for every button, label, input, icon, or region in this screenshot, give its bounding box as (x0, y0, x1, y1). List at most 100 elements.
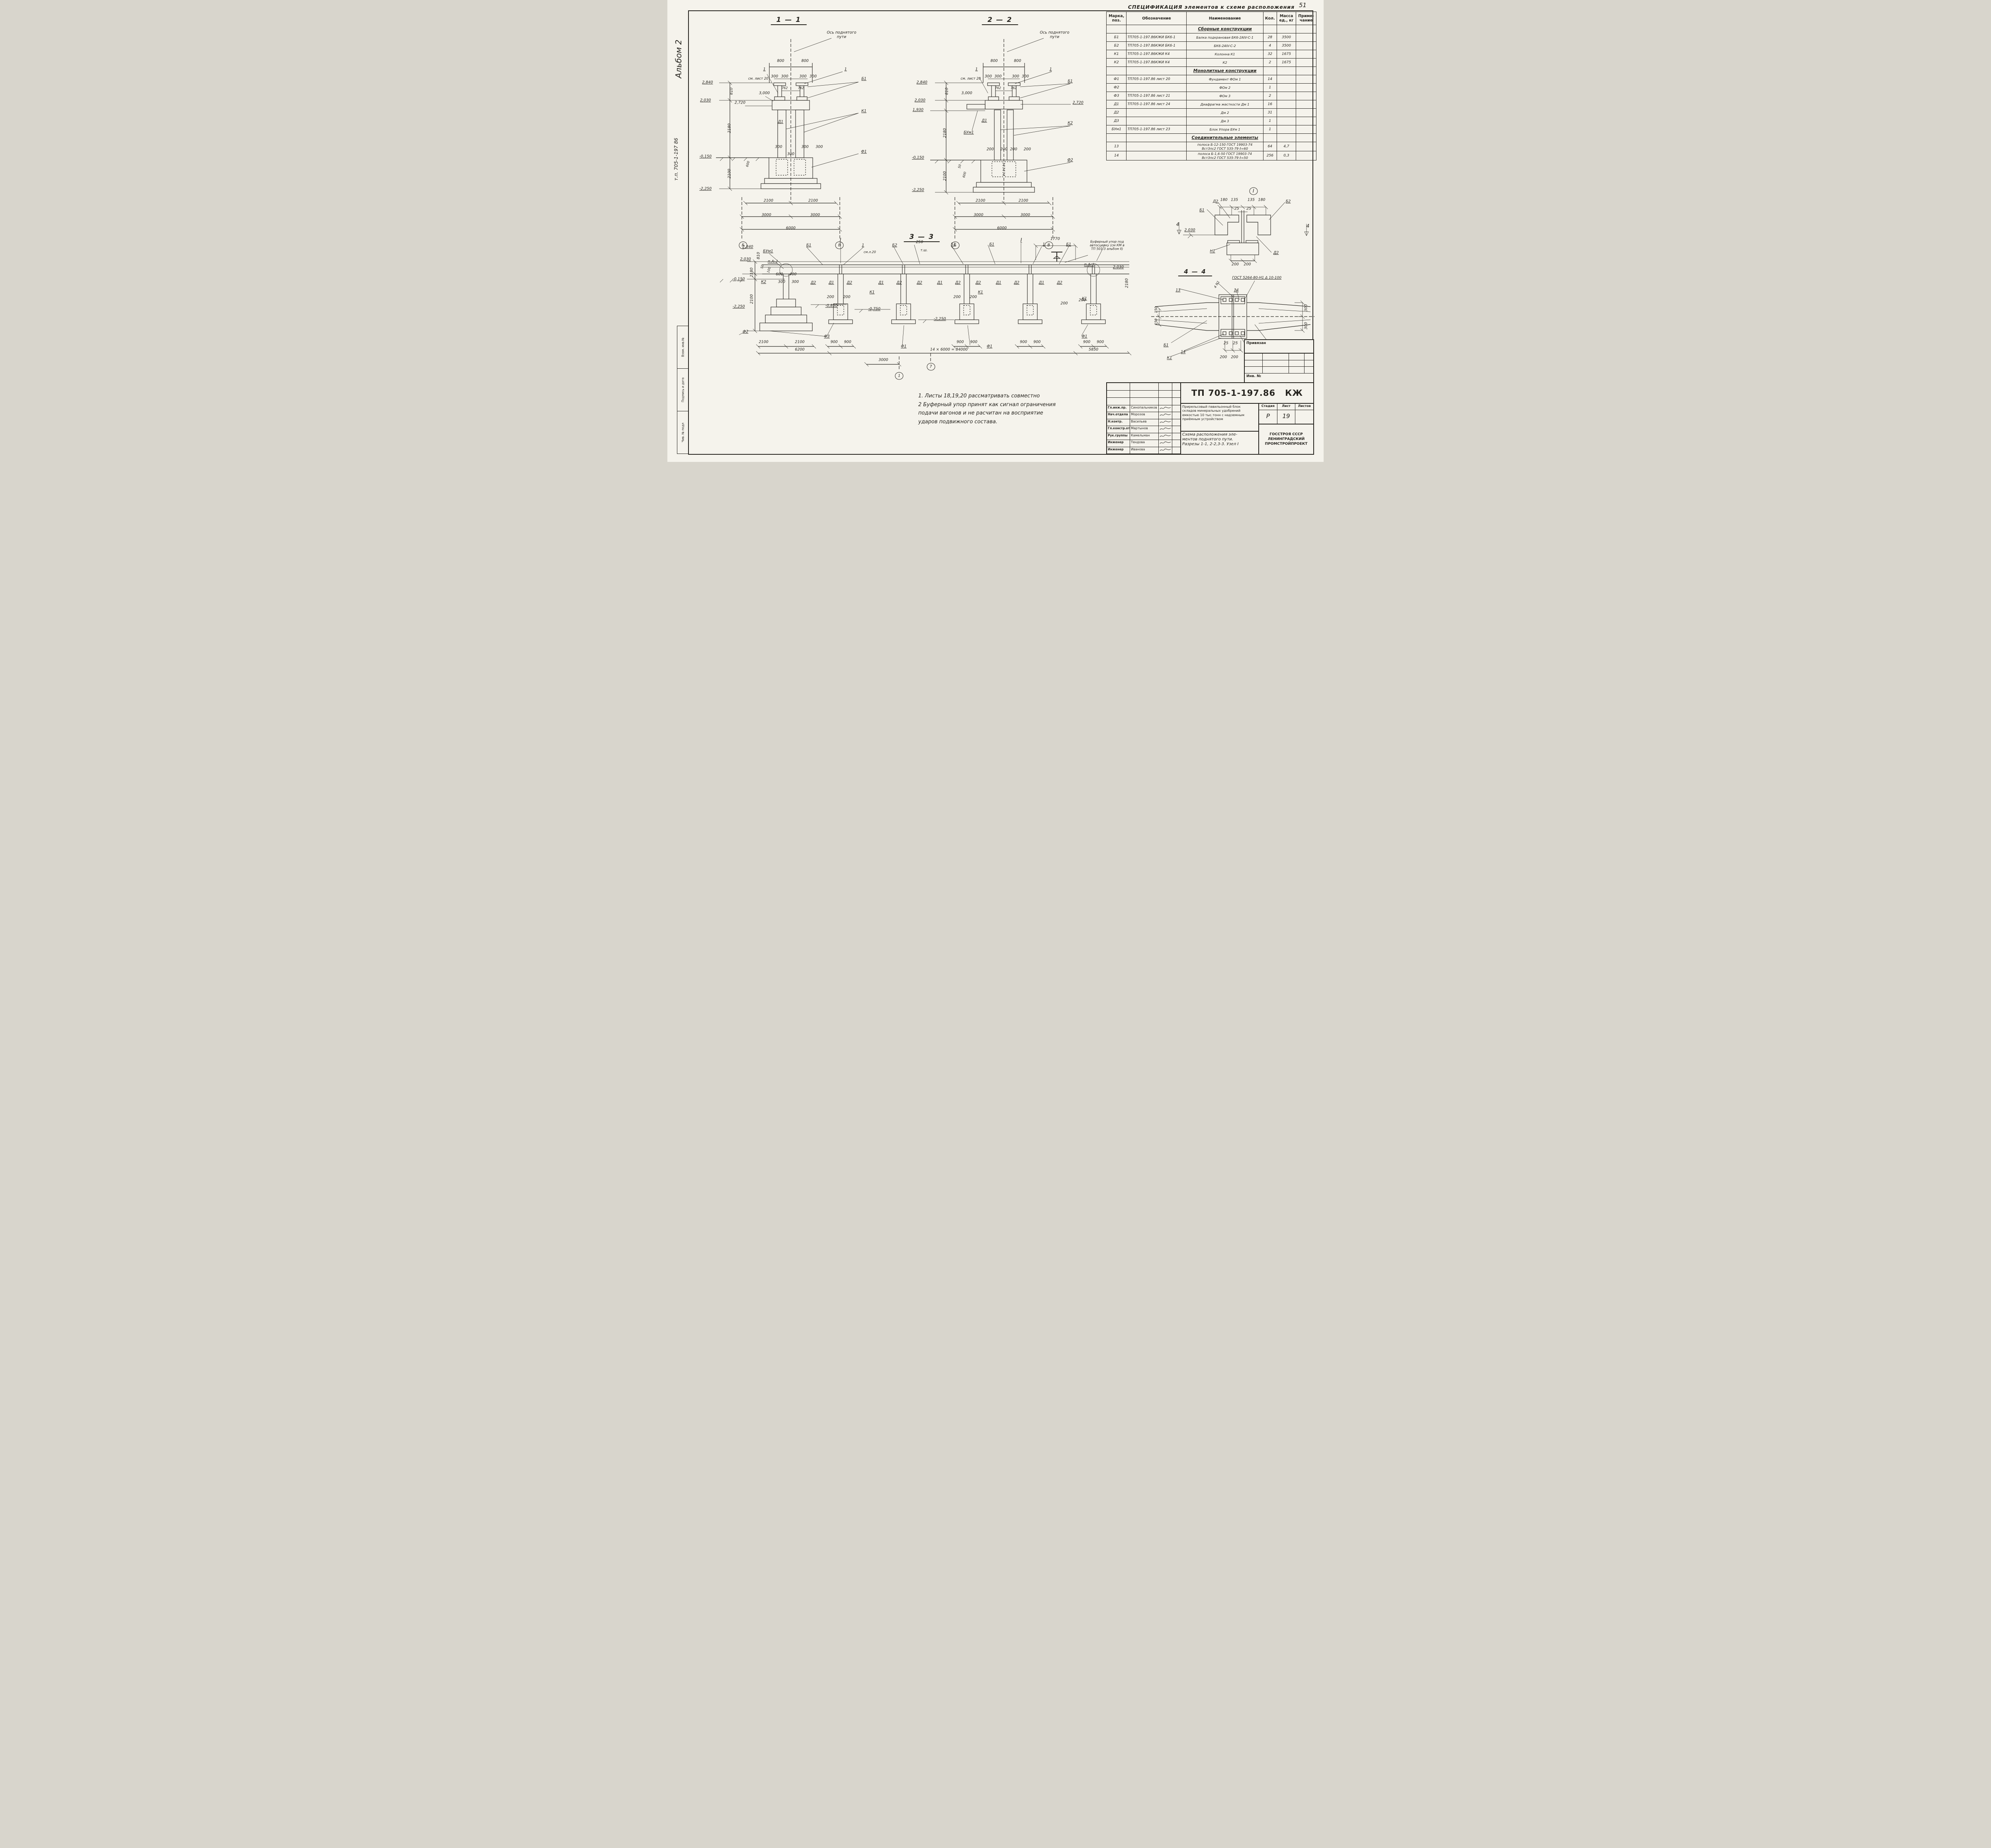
doc-number-cell: ТП 705-1-197.86 КЖ (1181, 383, 1313, 404)
spec-cell: полоса Б-12-150 ГОСТ 19903-74 Вст3пс2 ГО… (1186, 142, 1263, 151)
dim-label: Д2 (1057, 281, 1062, 286)
privyazan-header: Привязан (1245, 340, 1313, 354)
dim-label: К1 (978, 290, 983, 295)
dim-label: -2,250 (912, 188, 924, 192)
dim-label: I (1020, 237, 1022, 244)
dim-label: 810 (945, 87, 949, 95)
dim-label: -2,250 (699, 186, 712, 191)
dim-label: ГОСТ 5264-80-Н1 Δ 10-100 (1232, 276, 1282, 280)
dim-label: Ф1 (986, 344, 993, 349)
dim-label: 13 (1175, 288, 1181, 293)
dim-label: 3000 (810, 213, 820, 217)
spec-cell (1276, 100, 1296, 109)
spec-cell: ТП705-1-197.86КЖИ БК6-1 (1126, 41, 1187, 50)
spec-cell: 14 (1106, 151, 1127, 160)
dim-label: Б1 (1068, 79, 1073, 84)
dim-label: 200 (953, 295, 961, 299)
spec-col-header: Наименование (1186, 12, 1263, 25)
notes: 1. Листы 18,19,20 рассматривать совместн… (918, 392, 1119, 426)
dim-label: 2180 (1125, 278, 1129, 288)
role-name: Синопальников (1130, 405, 1159, 412)
signature-mark (1159, 426, 1172, 433)
dim-label: 2100 (795, 340, 805, 344)
note-line: подачи вагонов и не расчитан на восприят… (918, 410, 1043, 416)
dim-label: Ф3 (824, 334, 830, 339)
spec-cell: Д3 (1106, 117, 1127, 125)
dim-label: 2100 (943, 171, 947, 181)
dim-label: 100 (767, 266, 772, 274)
role-title: Н.контр. (1107, 419, 1130, 426)
spec-cell: ТП705-1-197.86КЖИ К4 (1126, 58, 1187, 67)
dim-label: 6000 (786, 226, 796, 231)
dim-label: 800 (801, 59, 809, 63)
dim-label: 2.030 (1184, 228, 1195, 233)
dim-label: Д2 (810, 281, 816, 286)
dim-label: 6200 (795, 347, 805, 352)
spec-cell: К2 (1186, 58, 1263, 67)
sheet-title: Схема расположения эле- ментов поднятого… (1182, 432, 1239, 446)
dim-label: 4 (1306, 223, 1310, 229)
dim-label: 900 (970, 340, 978, 344)
axis-bubble: 7 (927, 363, 935, 371)
dim-label: 200 (1231, 262, 1239, 267)
role-name: Камельман (1130, 433, 1159, 440)
dim-label: 200 (1000, 147, 1008, 152)
dim-label: 800 (777, 59, 784, 63)
spec-cell (1295, 142, 1317, 151)
section-1-1-title: 1 — 1 (771, 16, 807, 25)
spec-cell: 32 (1263, 50, 1277, 59)
axis-note: Ось поднятого пути (1040, 30, 1070, 39)
stage-headers: Стадия Лист Листов (1259, 404, 1313, 410)
dim-label: 900 (830, 340, 838, 344)
callout-1: 1 (763, 67, 766, 72)
sheet-header: Лист (1277, 404, 1296, 410)
spec-cell (1276, 75, 1296, 84)
dim-label: I (839, 237, 841, 244)
spec-cell (1295, 108, 1317, 117)
dim-label: Ф1 (1082, 334, 1087, 339)
dim-label: 2,030 (700, 98, 711, 103)
sheets-total-header: Листов (1298, 404, 1311, 408)
axis-bubble: 1 (895, 372, 904, 380)
dim-label: 200 (1078, 298, 1086, 303)
dim-label: 762 (798, 86, 804, 90)
spec-section-header: Сборные конструкции (1186, 25, 1263, 33)
dim-label: Д1 (996, 281, 1001, 286)
dim-label: 300 (994, 74, 1002, 79)
spec-cell: 1675 (1276, 58, 1296, 67)
role-name: Мартынов (1130, 426, 1159, 433)
spec-cell: Ф3 (1106, 92, 1127, 100)
dim-label: 200 (1060, 301, 1068, 306)
dim-label: 300 (801, 145, 809, 149)
spec-cell: БК6-2АIV-С-2 (1186, 41, 1263, 50)
dim-label: 200 (1244, 262, 1251, 267)
dim-label: Ф2 (743, 329, 749, 334)
drawing-sheet: 51 Альбом 2 т.п. 705-1-197 86 Взам. инв.… (667, 0, 1324, 462)
dim-label: 300 (781, 74, 788, 79)
dim-label: 14 (1234, 288, 1239, 293)
dim-label: п.А. I (1084, 262, 1094, 267)
sheets-total-value (1295, 410, 1313, 424)
spec-cell (1295, 151, 1317, 160)
dim-label: 2100 (727, 168, 732, 179)
dim-label: см. лист 20 (960, 77, 981, 81)
dim-label: 250 (916, 240, 923, 244)
dim-label: -0,850 (825, 303, 838, 308)
note-line: 1. Листы 18,19,20 рассматривать совместн… (918, 393, 1040, 399)
spec-cell: БУм1 (1106, 125, 1127, 134)
dim-label: 600 (776, 272, 783, 277)
spec-cell: 2 (1263, 92, 1277, 100)
pos-label: Ф1 (861, 149, 867, 154)
table-row: Соединительные элементы (1106, 133, 1317, 142)
spec-cell: К1 (1106, 50, 1127, 59)
node-1-linework (1177, 202, 1309, 263)
spec-cell: 31 (1263, 108, 1277, 117)
spec-cell (1295, 75, 1317, 84)
dim-label: Д1 (829, 281, 834, 286)
